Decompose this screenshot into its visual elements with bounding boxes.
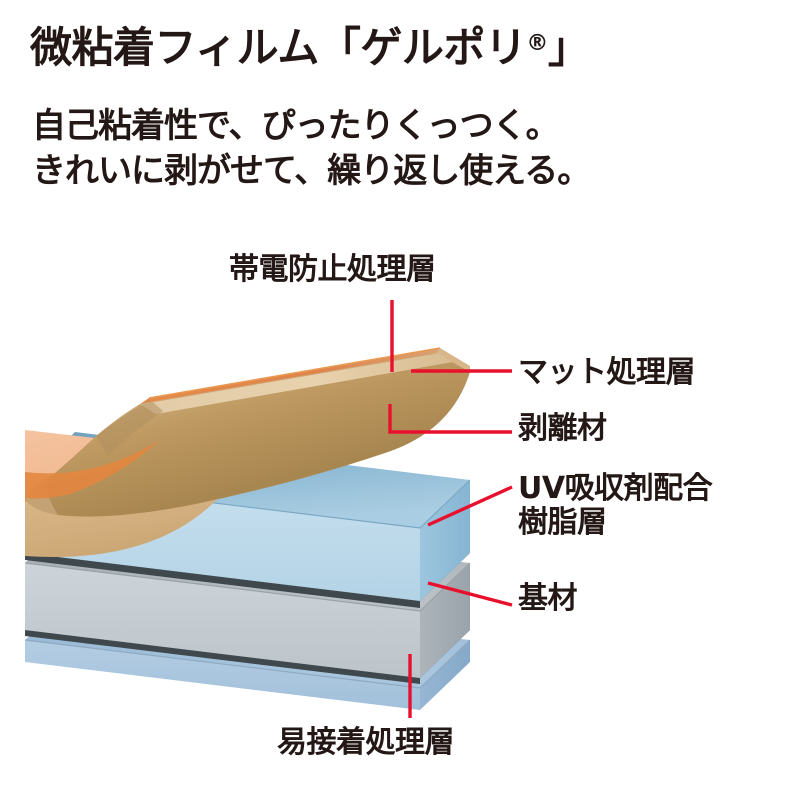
page-title: 微粘着フィルム「ゲルポリ®」 [30, 23, 590, 72]
leader-lines [388, 300, 513, 718]
label-uv-resin-layer-line2: 樹脂層 [518, 504, 607, 540]
label-uv-resin-layer: UV吸収剤配合 樹脂層 [518, 471, 713, 540]
label-release-liner: 剥離材 [518, 411, 607, 446]
label-matte-layer: マット処理層 [518, 355, 696, 390]
label-substrate: 基材 [518, 581, 578, 616]
subtitle: 自己粘着性で、ぴったりくっつく。 きれいに剥がせて、繰り返し使える。 [32, 104, 591, 194]
seam-substrate-bottom-front [25, 630, 420, 684]
page-title-main: 微粘着フィルム「ゲルポリ [30, 23, 527, 72]
leader-base [427, 581, 513, 607]
label-antistatic-layer: 帯電防止処理層 [229, 252, 436, 287]
subtitle-line-2: きれいに剥がせて、繰り返し使える。 [32, 151, 591, 192]
label-uv-resin-layer-line1: UV吸収剤配合 [518, 471, 713, 506]
film-antistatic-stripe [25, 440, 160, 499]
leader-release [388, 404, 512, 434]
seam-uv-substrate-front [25, 553, 420, 608]
page-title-close: 」 [547, 23, 590, 72]
label-easy-adhesion-layer: 易接着処理層 [277, 725, 455, 760]
leader-uv [427, 485, 513, 527]
registered-trademark-icon: ® [526, 30, 548, 56]
subtitle-line-1: 自己粘着性で、ぴったりくっつく。 [32, 106, 560, 146]
